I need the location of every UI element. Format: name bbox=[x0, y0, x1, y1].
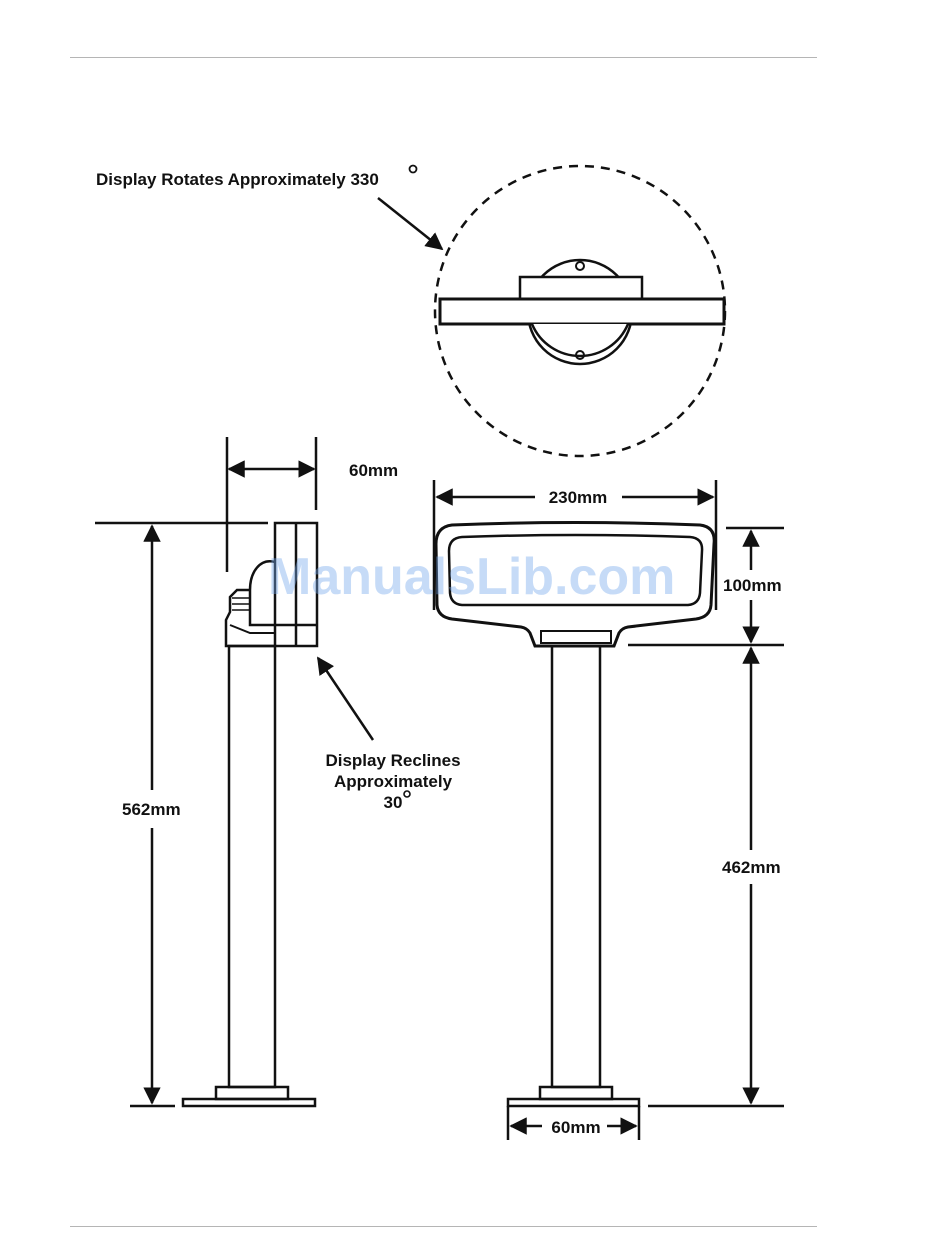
recline-pointer bbox=[318, 658, 373, 740]
display-height-label: 100mm bbox=[723, 576, 782, 595]
display-top-outline bbox=[440, 299, 724, 324]
front-display-nameplate bbox=[541, 631, 611, 643]
recline-degree-icon bbox=[404, 791, 410, 797]
display-width-label: 230mm bbox=[549, 488, 608, 507]
total-height-label: 562mm bbox=[122, 800, 181, 819]
recline-label-3: 30 bbox=[384, 793, 403, 812]
pole-height-label: 462mm bbox=[722, 858, 781, 877]
front-base-plate bbox=[508, 1099, 639, 1106]
mount-bracket bbox=[520, 277, 642, 299]
side-base-collar bbox=[216, 1087, 288, 1099]
recline-label-2: Approximately bbox=[334, 772, 453, 791]
side-depth-label: 60mm bbox=[349, 461, 398, 480]
degree-icon bbox=[410, 166, 417, 173]
front-base-collar bbox=[540, 1087, 612, 1099]
side-view bbox=[95, 437, 373, 1106]
side-pole bbox=[229, 646, 275, 1087]
top-view bbox=[378, 166, 725, 456]
front-pole bbox=[552, 646, 600, 1087]
recline-label-1: Display Reclines bbox=[325, 751, 460, 770]
rotate-label: Display Rotates Approximately 330 bbox=[96, 170, 379, 189]
watermark-text: ManualsLib.com bbox=[268, 547, 675, 607]
side-base-plate bbox=[183, 1099, 315, 1106]
rotate-pointer bbox=[378, 198, 442, 249]
mount-hole-top bbox=[576, 262, 584, 270]
base-width-label: 60mm bbox=[551, 1118, 600, 1137]
